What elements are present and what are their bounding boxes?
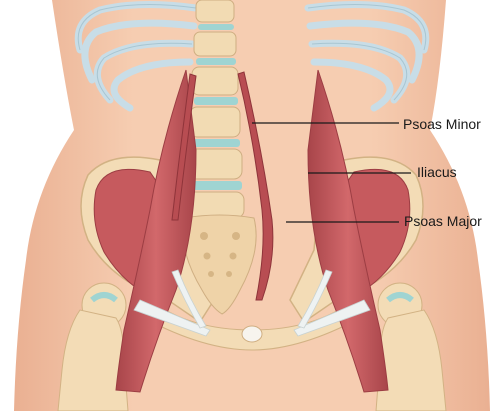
label-psoas-major: Psoas Major bbox=[404, 213, 482, 229]
label-psoas-minor: Psoas Minor bbox=[403, 116, 481, 132]
label-iliacus: Iliacus bbox=[417, 164, 457, 180]
pubic-symphysis bbox=[242, 326, 262, 342]
